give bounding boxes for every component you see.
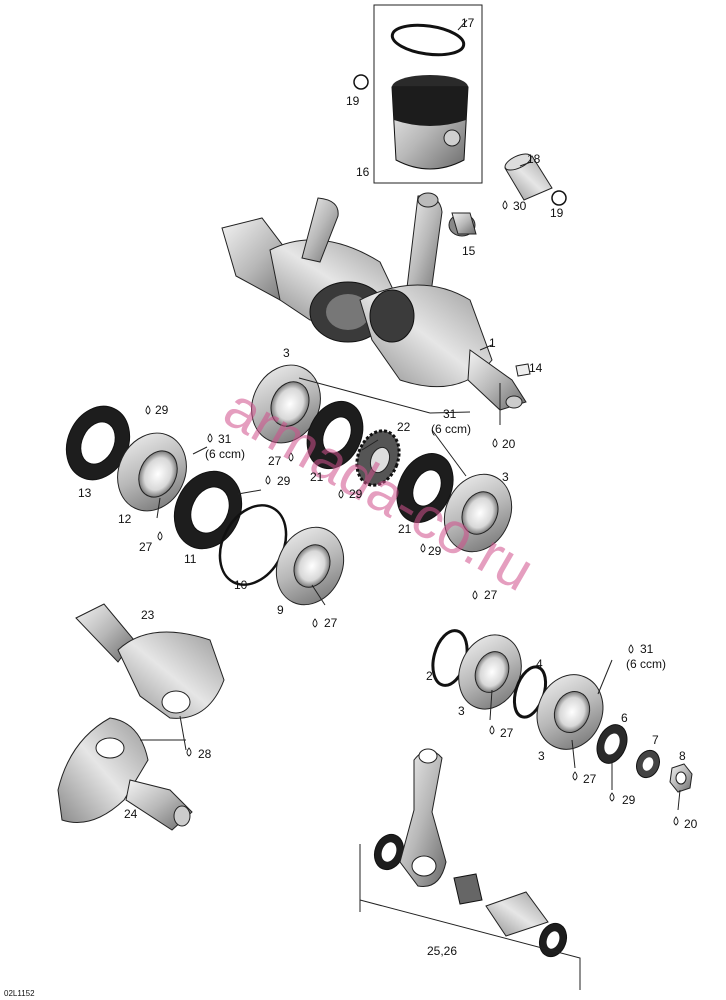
piston bbox=[391, 75, 469, 170]
bearing-3-right bbox=[443, 473, 513, 553]
callout-13: 13 bbox=[78, 486, 92, 500]
callout-15: 15 bbox=[462, 244, 476, 258]
callout-16: 16 bbox=[356, 165, 370, 179]
callout-19-right: 19 bbox=[550, 206, 564, 220]
piston-group-box bbox=[373, 4, 483, 184]
callout-18: 18 bbox=[527, 152, 541, 166]
washer-7 bbox=[636, 749, 660, 779]
callout-17: 17 bbox=[461, 16, 475, 30]
droplet-icon bbox=[157, 531, 163, 541]
callout-3-lower-left: 3 bbox=[458, 704, 465, 718]
piston-ring bbox=[390, 23, 466, 57]
callout-2: 2 bbox=[426, 669, 433, 683]
crank-half-24 bbox=[57, 717, 193, 831]
callout-25-26: 25,26 bbox=[427, 944, 457, 958]
droplet-icon bbox=[186, 747, 192, 757]
callout-21-right: 21 bbox=[398, 522, 412, 536]
callout-27-c: 27 bbox=[484, 588, 498, 602]
droplet-icon bbox=[489, 725, 495, 735]
callout-9: 9 bbox=[277, 603, 284, 617]
piston-group bbox=[353, 4, 483, 184]
droplet-icon bbox=[572, 771, 578, 781]
droplet-icon bbox=[338, 489, 344, 499]
wrist-pin-clip-right bbox=[551, 190, 567, 206]
needle-bearing-small bbox=[448, 212, 477, 237]
gear-22 bbox=[355, 429, 401, 487]
bearing-12 bbox=[117, 432, 187, 512]
droplet-icon bbox=[420, 543, 426, 553]
callout-31-c: 31 bbox=[640, 642, 654, 656]
wrist-pin-clip-left bbox=[353, 74, 369, 90]
callout-22: 22 bbox=[397, 420, 411, 434]
callout-29-c: 29 bbox=[349, 487, 363, 501]
callout-28: 28 bbox=[198, 747, 212, 761]
callout-7: 7 bbox=[652, 733, 659, 747]
callout-6: 6 bbox=[621, 711, 628, 725]
callout-27-e: 27 bbox=[500, 726, 514, 740]
bearing-3-lower-right bbox=[536, 674, 604, 750]
droplet-icon bbox=[472, 590, 478, 600]
bearing-9 bbox=[275, 526, 345, 606]
droplet-icon bbox=[265, 475, 271, 485]
connecting-rod-kit bbox=[359, 748, 581, 990]
callout-11: 11 bbox=[184, 552, 197, 566]
callout-14: 14 bbox=[529, 361, 543, 375]
callout-30: 30 bbox=[513, 199, 527, 213]
droplet-icon bbox=[312, 618, 318, 628]
callout-31-b: 31 bbox=[218, 432, 232, 446]
callout-27-a: 27 bbox=[268, 454, 282, 468]
oil-seal-21-right bbox=[396, 453, 454, 523]
callout-29-a: 29 bbox=[155, 403, 169, 417]
callout-20-b: 20 bbox=[684, 817, 698, 831]
callout-6ccm-c: (6 ccm) bbox=[626, 657, 666, 671]
droplet-icon bbox=[492, 438, 498, 448]
callout-1: 1 bbox=[489, 336, 496, 350]
droplet-icon bbox=[502, 200, 508, 210]
diagram-id: 02L1152 bbox=[4, 989, 35, 998]
callout-8: 8 bbox=[679, 749, 686, 763]
bearing-3-lower-left bbox=[458, 634, 522, 710]
callout-10: 10 bbox=[234, 578, 248, 592]
callout-19-left: 19 bbox=[346, 94, 360, 108]
droplet-icon bbox=[673, 816, 679, 826]
droplet-icon bbox=[207, 433, 213, 443]
callout-3-right: 3 bbox=[502, 470, 509, 484]
callout-12: 12 bbox=[118, 512, 132, 526]
crankshaft-assembly bbox=[221, 192, 531, 411]
callout-3-top: 3 bbox=[283, 346, 290, 360]
droplet-icon bbox=[628, 644, 634, 654]
callout-4: 4 bbox=[536, 657, 543, 671]
callout-3-lower-right: 3 bbox=[538, 749, 545, 763]
oil-seal-21-left bbox=[306, 400, 364, 470]
callout-27-b: 27 bbox=[139, 540, 153, 554]
oil-seal-11 bbox=[173, 470, 243, 550]
key bbox=[515, 363, 531, 377]
callout-6ccm-b: (6 ccm) bbox=[205, 447, 245, 461]
callout-31-a: 31 bbox=[443, 407, 457, 421]
callout-29-d: 29 bbox=[428, 544, 442, 558]
callout-23: 23 bbox=[141, 608, 155, 622]
callout-24: 24 bbox=[124, 807, 138, 821]
nut-8 bbox=[669, 763, 693, 793]
callout-labels: 17 19 16 18 19 30 15 1 14 3 29 31 (6 ccm… bbox=[4, 16, 698, 998]
callout-6ccm-a: (6 ccm) bbox=[431, 422, 471, 436]
callout-20-a: 20 bbox=[502, 437, 516, 451]
droplet-icon bbox=[145, 405, 151, 415]
lubricant-droplets bbox=[145, 200, 679, 826]
callout-27-d: 27 bbox=[324, 616, 338, 630]
wrist-pin bbox=[504, 153, 553, 201]
oil-seal-13 bbox=[65, 405, 131, 481]
leader-lines bbox=[140, 19, 681, 811]
droplet-icon bbox=[609, 792, 615, 802]
crank-half-23 bbox=[75, 603, 225, 719]
seal-6 bbox=[596, 724, 628, 764]
callout-29-b: 29 bbox=[277, 474, 291, 488]
callout-27-f: 27 bbox=[583, 772, 597, 786]
callout-29-e: 29 bbox=[622, 793, 636, 807]
callout-21-left: 21 bbox=[310, 470, 324, 484]
droplet-icon bbox=[288, 452, 294, 462]
